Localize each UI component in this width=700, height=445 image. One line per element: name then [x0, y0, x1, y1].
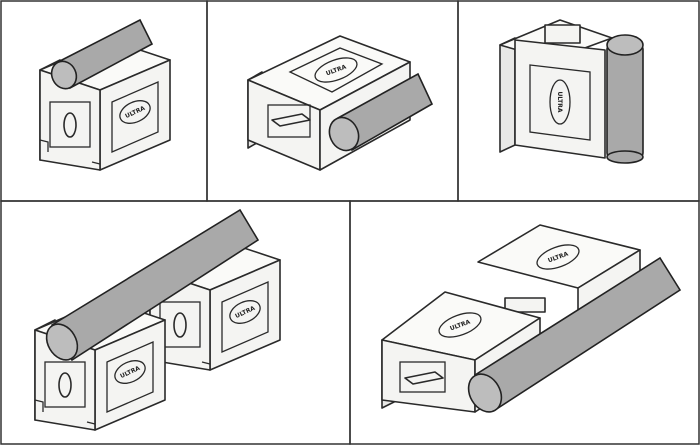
roller	[50, 18, 154, 90]
svg-text:ULTRA: ULTRA	[556, 91, 563, 112]
panel-5: ULTRA ULTRA	[381, 224, 682, 413]
roller	[606, 34, 644, 164]
panel-2: ULTRA	[247, 35, 434, 171]
roller	[467, 256, 682, 413]
roller	[328, 72, 434, 152]
panel-3: ULTRA	[499, 19, 644, 164]
roller	[45, 208, 260, 362]
panel-4	[34, 208, 281, 431]
panel-1	[39, 18, 171, 171]
panel-5-frame	[349, 200, 700, 445]
